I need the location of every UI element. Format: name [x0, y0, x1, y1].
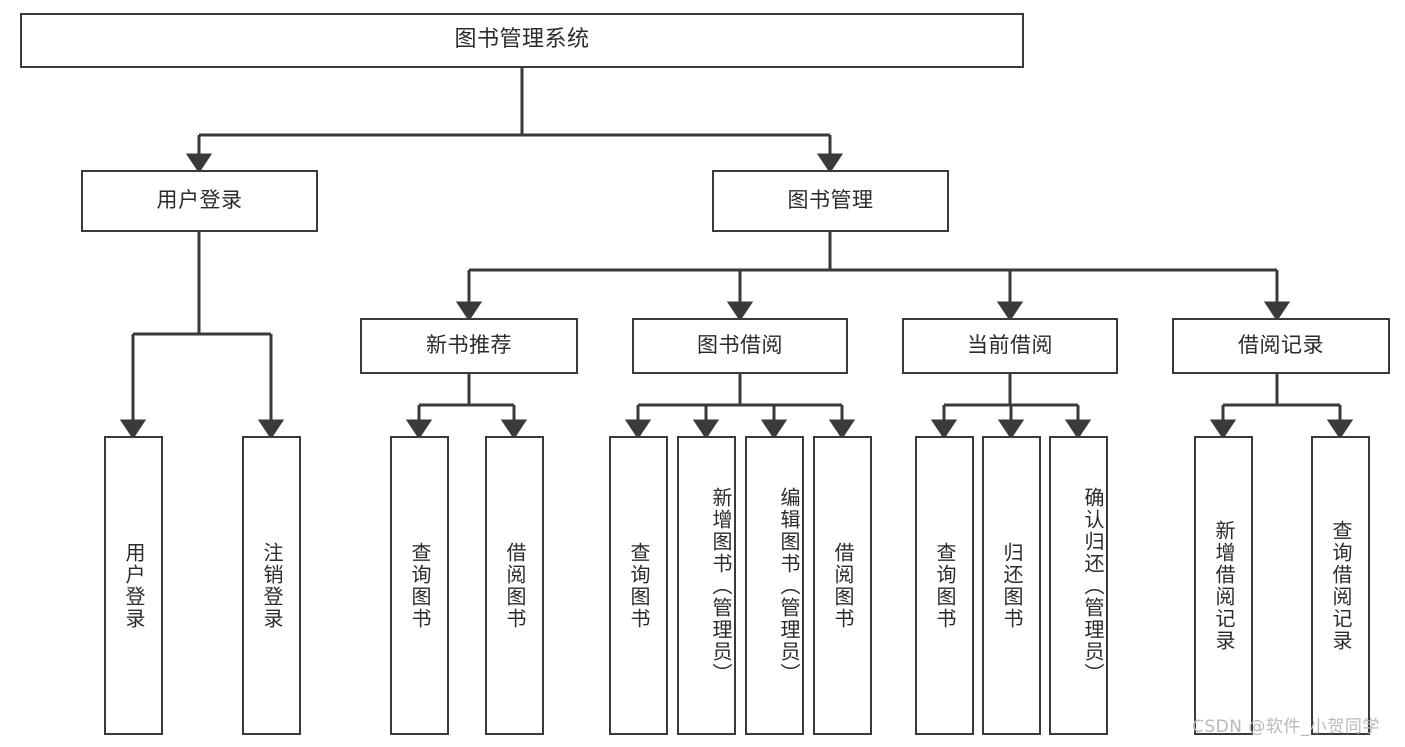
leaf-current-borrow-query-books[interactable]: 查询图书: [915, 436, 974, 735]
node-book-borrow[interactable]: 图书借阅: [632, 318, 848, 374]
node-new-book-recommend[interactable]: 新书推荐: [360, 318, 578, 374]
node-current-borrow[interactable]: 当前借阅: [902, 318, 1118, 374]
node-borrow-record[interactable]: 借阅记录: [1172, 318, 1390, 374]
leaf-user-login-logout[interactable]: 注销登录: [242, 436, 301, 735]
leaf-book-borrow-query-books[interactable]: 查询图书: [609, 436, 668, 735]
leaf-book-borrow-add-book-admin[interactable]: 新增图书（管理员）: [677, 436, 736, 735]
leaf-borrow-record-query-record[interactable]: 查询借阅记录: [1311, 436, 1370, 735]
node-book-management[interactable]: 图书管理: [712, 170, 949, 232]
leaf-current-borrow-return-books[interactable]: 归还图书: [982, 436, 1041, 735]
leaf-user-login-login[interactable]: 用户登录: [104, 436, 163, 735]
leaf-book-borrow-borrow-books[interactable]: 借阅图书: [813, 436, 872, 735]
leaf-new-book-query-books[interactable]: 查询图书: [390, 436, 449, 735]
csdn-watermark: CSDN @软件_小贺同学: [1192, 717, 1380, 737]
node-user-login[interactable]: 用户登录: [81, 170, 318, 232]
leaf-current-borrow-confirm-return-admin[interactable]: 确认归还（管理员）: [1049, 436, 1108, 735]
leaf-book-borrow-edit-book-admin[interactable]: 编辑图书（管理员）: [745, 436, 804, 735]
leaf-borrow-record-add-record[interactable]: 新增借阅记录: [1194, 436, 1253, 735]
node-root-library-system[interactable]: 图书管理系统: [20, 13, 1024, 68]
leaf-new-book-borrow-books[interactable]: 借阅图书: [485, 436, 544, 735]
